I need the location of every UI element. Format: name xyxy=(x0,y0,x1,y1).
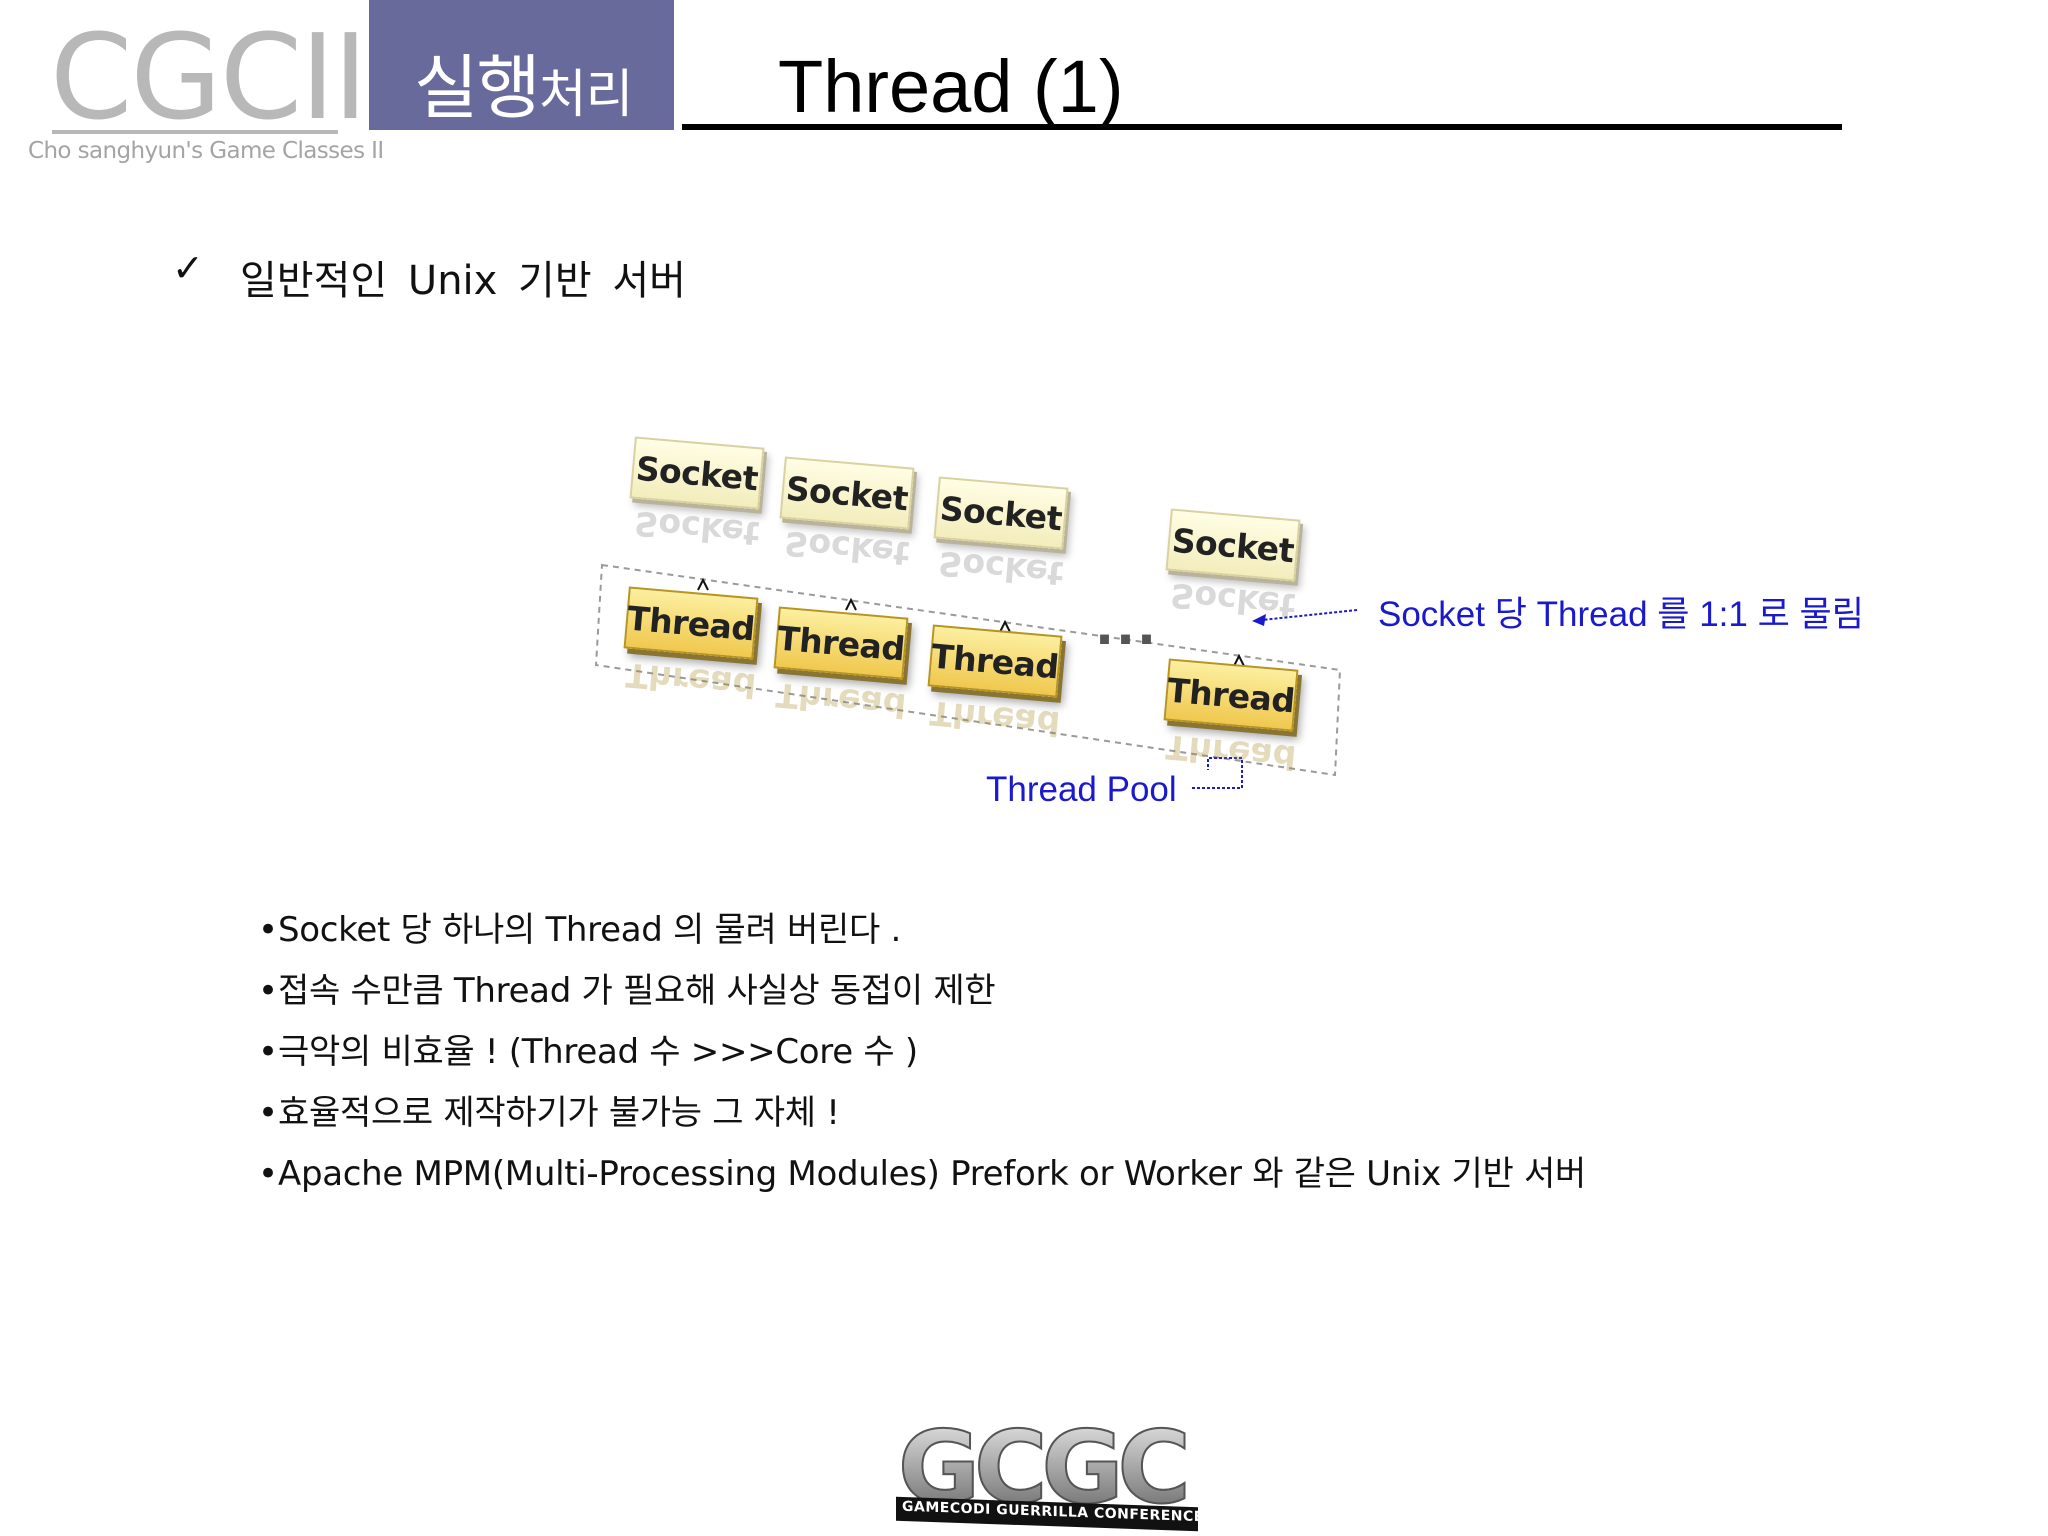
section-label-big: 실행 xyxy=(414,47,539,129)
title-underline xyxy=(682,124,1842,130)
thread-box-4: Thread xyxy=(1164,658,1299,731)
bullet-list: •Socket 당 하나의 Thread 의 물려 버린다 . •접속 수만큼 … xyxy=(258,900,1586,1205)
section-label-small: 처리 xyxy=(539,65,633,125)
thread-box-1: Thread xyxy=(624,586,759,659)
bullet-item: •Socket 당 하나의 Thread 의 물려 버린다 . xyxy=(258,900,1586,961)
bullet-marker: • xyxy=(258,961,278,1022)
bullet-item: •극악의 비효율 ! (Thread 수 >>>Core 수 ) xyxy=(258,1022,1586,1083)
section-label: 실행처리 xyxy=(414,32,633,133)
socket-box-4: Socket xyxy=(1166,508,1301,581)
cgcii-logo-subtitle: Cho sanghyun's Game Classes II xyxy=(28,138,384,164)
bullet-item: •접속 수만큼 Thread 가 필요해 사실상 동접이 제한 xyxy=(258,961,1586,1022)
thread-pool-label: Thread Pool xyxy=(986,770,1177,810)
logo-underline xyxy=(52,130,338,134)
socket-box-1: Socket xyxy=(630,436,765,509)
bullet-item: •Apache MPM(Multi-Processing Modules) Pr… xyxy=(258,1144,1586,1205)
mapping-annotation: Socket 당 Thread 를 1:1 로 물림 xyxy=(1378,586,1864,637)
subtitle: 일반적인 Unix 기반 서버 xyxy=(240,248,686,306)
bullet-marker: • xyxy=(258,900,278,961)
thread-box-2: Thread xyxy=(774,606,909,679)
bullet-marker: • xyxy=(258,1083,278,1144)
thread-box-3: Thread xyxy=(928,624,1063,697)
gcgc-logo: GCGC GAMECODI GUERRILLA CONFERENCE xyxy=(896,1418,1198,1530)
bullet-marker: • xyxy=(258,1022,278,1083)
slide-title: Thread (1) xyxy=(778,44,1123,129)
bullet-marker: • xyxy=(258,1144,278,1205)
socket-box-3: Socket xyxy=(934,476,1069,549)
cgcii-logo: CGCII xyxy=(50,18,366,136)
check-icon: ✓ xyxy=(172,246,204,290)
ellipsis: ... xyxy=(1095,598,1158,656)
thread-socket-diagram: Socket Socket Socket Socket Socket Socke… xyxy=(580,420,2000,840)
bullet-item: •효율적으로 제작하기가 불가능 그 자체 ! xyxy=(258,1083,1586,1144)
socket-box-2: Socket xyxy=(780,456,915,529)
